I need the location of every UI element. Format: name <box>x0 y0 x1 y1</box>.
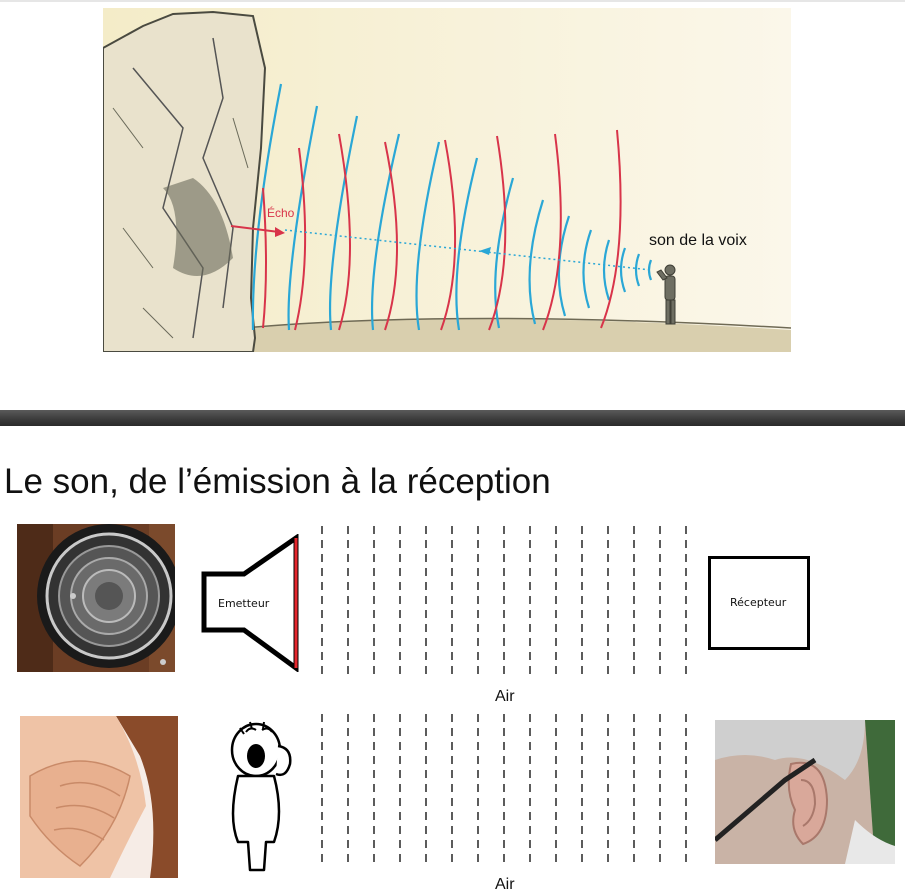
outgoing-waves <box>251 83 653 331</box>
section-title: Le son, de l’émission à la réception <box>4 462 551 501</box>
echo-arrow <box>230 225 280 233</box>
person-figure <box>656 264 676 325</box>
propagation-arrow <box>479 247 491 255</box>
shouting-figure <box>230 721 292 872</box>
section-divider <box>0 410 905 426</box>
echo-illustration: Écho <box>103 8 791 352</box>
echo-waves <box>262 129 622 331</box>
speaker-photo <box>17 524 175 672</box>
medium-label-2: Air <box>495 876 515 893</box>
emitter-label: Emetteur <box>218 597 270 610</box>
throat-photo <box>20 716 178 878</box>
emitter-symbol <box>201 534 299 672</box>
ear-photo <box>715 720 895 864</box>
propagation-line <box>284 229 652 271</box>
top-border <box>0 0 905 2</box>
ground <box>103 319 791 352</box>
sound-waves-row-2 <box>321 714 687 866</box>
echo-label: Écho <box>267 205 295 220</box>
receiver-box <box>708 556 810 650</box>
sound-waves-row-1 <box>321 526 687 678</box>
medium-label-1: Air <box>495 688 515 705</box>
voice-label: son de la voix <box>649 232 747 249</box>
receiver-label: Récepteur <box>730 596 787 609</box>
